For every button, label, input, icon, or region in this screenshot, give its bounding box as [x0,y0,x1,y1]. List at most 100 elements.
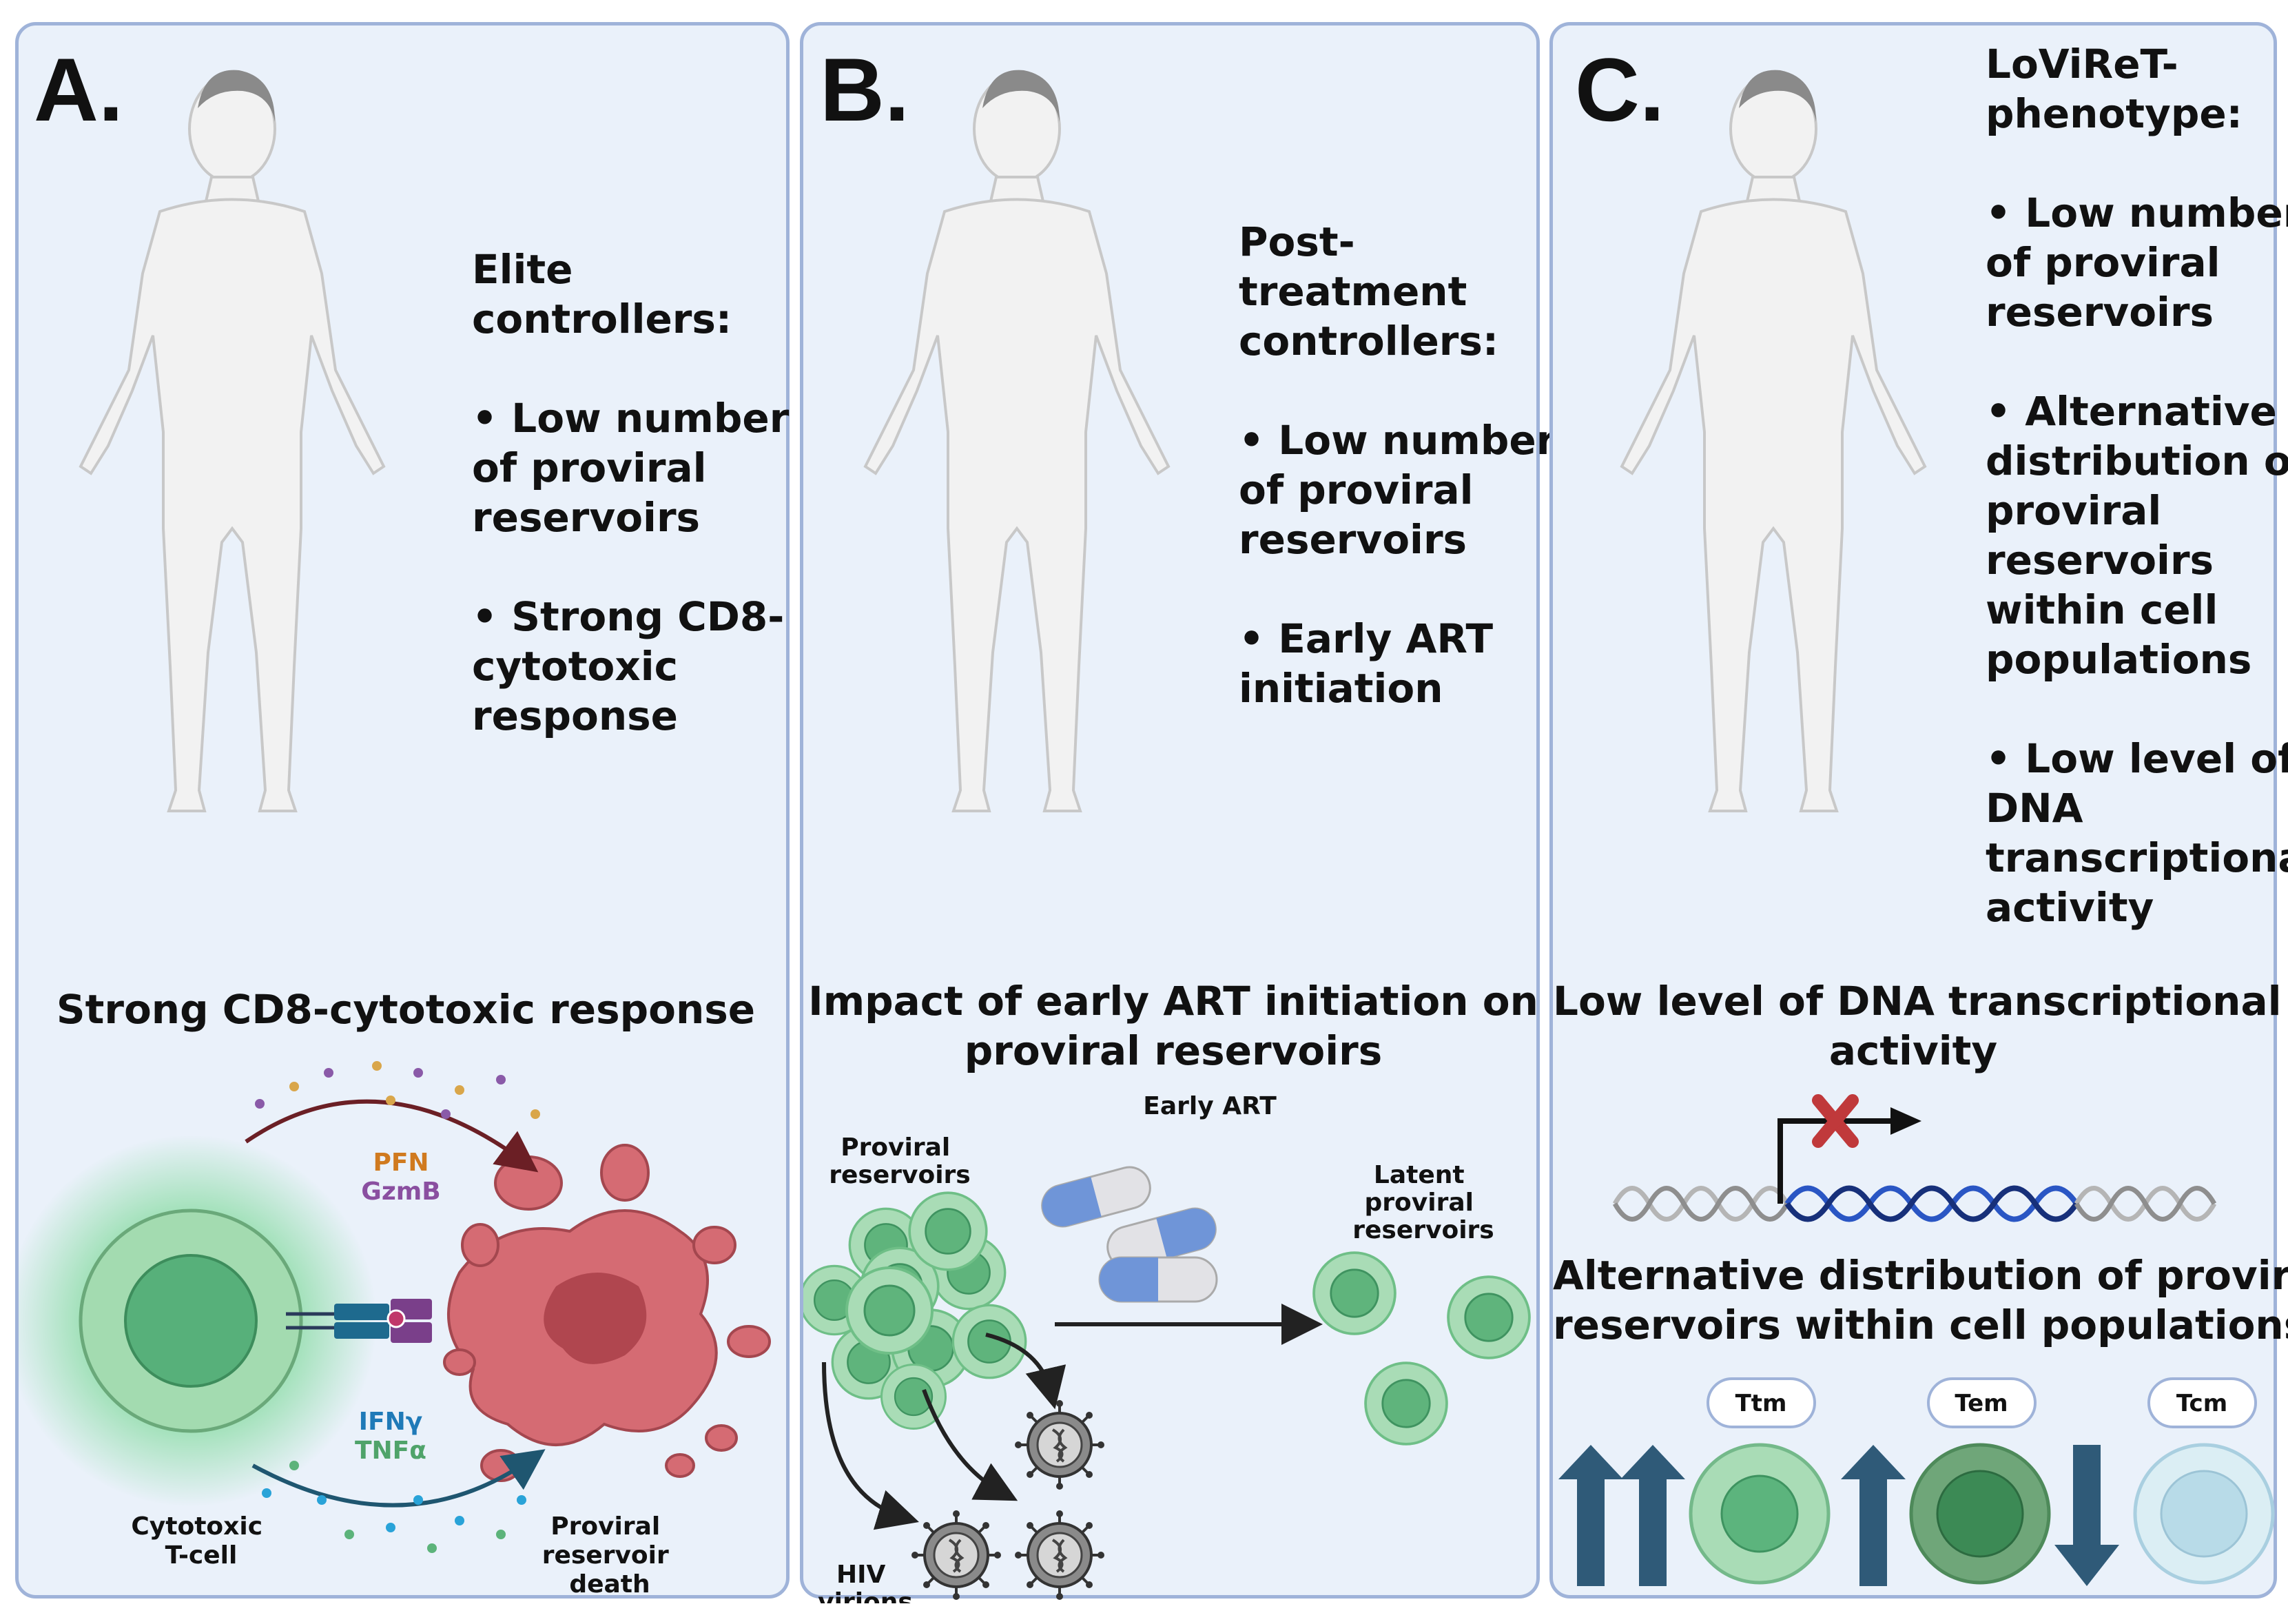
tem-label-pill: Tem [1927,1377,2037,1428]
desc-line: • Low number [472,395,790,442]
tem-cell-icon [1909,1443,2051,1585]
panel-letter-a: A. [34,39,123,140]
tnfa-label: TNFα [355,1437,426,1465]
desc-line: transcriptional [1986,834,2288,881]
proviral-reservoirs-label: Proviral reservoirs [829,1133,971,1189]
desc-line: proviral [1986,487,2162,534]
desc-line: • Strong CD8- [472,593,785,640]
cell-distribution-heading: Alternative distribution of proviral res… [1553,1251,2288,1350]
proviral-reservoir-death-icon [443,1144,771,1482]
hiv-virions-label: HIV virions [818,1561,913,1603]
desc-line: within cell [1986,586,2218,633]
ttm-cell-icon [1689,1443,1831,1585]
cytolytic-granules [255,1061,540,1119]
blocked-x-icon [1812,1094,1859,1148]
cd8-cytotoxic-illustration: PFN GzmB IFNγ TNFα Cytotoxic T-cell Prov… [19,1061,771,1596]
desc-line: reservoirs [472,494,701,541]
desc-line: • Early ART [1239,615,1494,662]
virion-arrow-1 [985,1333,1066,1410]
heading-line: Alternative distribution of proviral [1553,1252,2288,1299]
ifng-tnfa-arrow [251,1449,546,1508]
down-arrow-icon [2054,1445,2119,1586]
panel-post-treatment-controllers: B. Post- treatment controllers: • Low nu… [800,22,1556,1603]
desc-line: • Alternative [1986,388,2277,435]
pfn-gzmb-arrow [245,1099,539,1173]
desc-line: treatment [1239,268,1467,315]
desc-line: reservoirs [1986,289,2214,336]
panel-letter-c: C. [1575,39,1665,140]
pfn-label: PFN [373,1149,429,1177]
svg-text:Tcm: Tcm [2176,1390,2227,1417]
desc-gap [1986,337,2288,387]
desc-line: reservoirs [1986,537,2214,584]
desc-line: • Low level of [1986,735,2288,782]
ifng-label: IFNγ [359,1408,423,1436]
latent-reservoir-icons [1312,1251,1531,1446]
latent-reservoirs-label: Latent proviral reservoirs [1352,1161,1494,1244]
virion-arrow-3 [822,1361,919,1530]
desc-gap [472,344,789,393]
panel-elite-controllers: A. Elite controllers: • Low number of pr… [15,22,790,1599]
virion-arrow-2 [922,1388,1018,1501]
heading-line: reservoirs within cell populations [1553,1302,2288,1348]
cd8-response-heading: Strong CD8-cytotoxic response [56,986,756,1033]
desc-line: populations [1986,636,2252,683]
up-arrow-icon [1620,1445,1685,1586]
desc-gap [1986,684,2288,734]
early-art-label: Early ART [1143,1092,1277,1120]
cell-population-illustration: Ttm Tem Tcm [1558,1377,2275,1586]
hiv-virion-icon [1013,1509,1106,1601]
cytokines [262,1461,526,1553]
transcription-start-arrow [1777,1118,1894,1204]
proviral-reservoir-cluster-icon [803,1191,1027,1430]
heading-line: Impact of early ART initiation on [808,978,1538,1025]
heading-line: proviral reservoirs [964,1027,1383,1074]
desc-gap [1239,366,1556,415]
early-art-illustration: Early ART Proviral reservoirs [803,1092,1531,1603]
desc-line: • Low number [1239,417,1556,464]
desc-line: Elite [472,246,573,293]
desc-line: • Low number [1986,189,2288,236]
desc-line: response [472,692,678,739]
early-art-heading: Impact of early ART initiation on provir… [803,976,1543,1076]
desc-line: of proviral [472,444,707,491]
ttm-label-pill: Ttm [1707,1377,1816,1428]
desc-line: controllers: [472,296,732,342]
loviret-phenotype-description: LoViReT- phenotype: • Low number of prov… [1986,39,2288,932]
cytotoxic-tcell-label: Cytotoxic T-cell [131,1512,271,1570]
heading-line: Low level of DNA transcriptional [1553,978,2282,1025]
panel-loviret-phenotype: C. LoViReT- phenotype: • Low number of p… [1549,22,2288,1599]
desc-line: Post- [1239,218,1355,265]
desc-line: of proviral [1986,239,2220,286]
desc-line: reservoirs [1239,516,1467,563]
gzmb-label: GzmB [361,1178,440,1206]
tcell-nucleus [124,1254,258,1388]
desc-line: controllers: [1239,318,1499,364]
post-treatment-controllers-description: Post- treatment controllers: • Low numbe… [1239,217,1556,713]
tcm-cell-icon [2133,1443,2275,1585]
svg-text:Ttm: Ttm [1735,1390,1787,1417]
desc-line: initiation [1239,665,1443,712]
elite-controllers-description: Elite controllers: • Low number of provi… [472,245,789,741]
desc-gap [1239,564,1556,614]
transcription-arrowhead [1890,1107,1921,1135]
desc-line: of proviral [1239,466,1474,513]
tcm-label-pill: Tcm [2147,1377,2257,1428]
dna-strand-icon [1612,1185,2217,1222]
desc-line: distribution of [1986,438,2288,484]
dna-transcription-heading: Low level of DNA transcriptional activit… [1553,976,2282,1076]
up-arrow-icon [1558,1445,1623,1586]
desc-line: activity [1986,884,2154,931]
panel-letter-b: B. [820,39,909,140]
desc-gap [472,542,789,592]
up-arrow-icon [1841,1445,1906,1586]
hiv-virion-icon [910,1509,1002,1601]
desc-line: DNA [1986,785,2083,832]
heading-line: activity [1828,1027,1998,1074]
desc-gap [1986,138,2288,188]
hiv-virion-icon [1013,1399,1106,1491]
dna-transcription-illustration [1612,1094,2217,1222]
receptor-icon [286,1299,432,1343]
svg-text:Tem: Tem [1955,1390,2008,1417]
desc-line: LoViReT- [1986,41,2178,88]
